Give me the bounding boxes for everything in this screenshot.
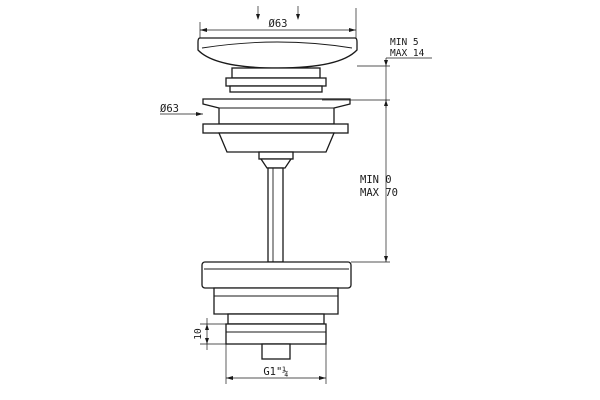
thread-height-label: 10 [193, 328, 204, 340]
dim-stroke: MIN 0 MAX 70 [351, 100, 398, 263]
dim-flange-diameter: Ø63 [160, 103, 203, 116]
stroke-max-label: MAX 70 [360, 187, 398, 199]
gap-max-label: MAX 14 [390, 48, 425, 59]
stroke-min-label: MIN 0 [360, 174, 392, 186]
dim-thread-height: 10 [193, 318, 226, 350]
cap [197, 37, 358, 69]
thread-size-label: G1"¼ [263, 366, 288, 378]
flange-diameter-label: Ø63 [160, 103, 179, 115]
lower-body [201, 261, 352, 315]
dim-cap-diameter: Ø63 [199, 6, 357, 38]
dim-thread-size: G1"¼ [225, 344, 327, 384]
cap-neck [225, 67, 327, 93]
cap-diameter-label: Ø63 [269, 18, 288, 30]
stem [258, 151, 294, 263]
gap-min-label: MIN 5 [390, 37, 419, 48]
dim-gap: MIN 5 MAX 14 [322, 37, 432, 108]
threaded-tail [225, 313, 327, 360]
flange [202, 98, 351, 153]
